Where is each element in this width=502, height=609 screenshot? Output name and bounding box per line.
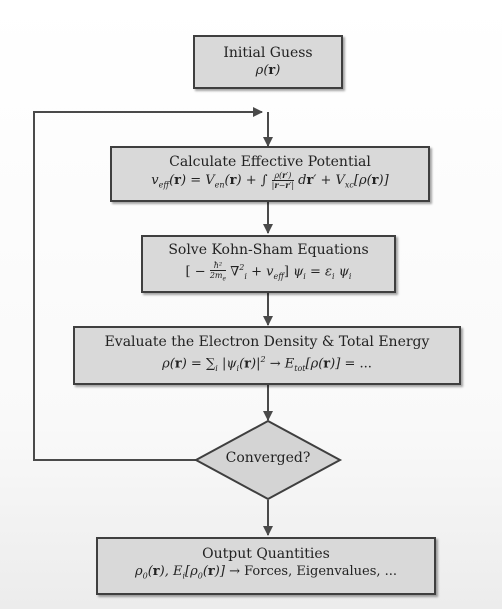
decision-diamond xyxy=(193,419,343,501)
feedback-loop-line xyxy=(33,107,263,461)
effective-potential-box: Calculate Effective Potential veff(r) = … xyxy=(110,146,430,202)
decision-label: Converged? xyxy=(225,450,311,466)
initial-guess-equation: ρ(r) xyxy=(255,62,281,78)
output-equation-tail: → Forces, Eigenvalues, ... xyxy=(229,564,398,580)
effective-potential-equation: veff(r) = Ven(r) + ∫ ρ(r′)|r−r′| dr′ + V… xyxy=(151,169,389,190)
initial-guess-box: Initial Guess ρ(r) xyxy=(193,35,343,89)
density-energy-box: Evaluate the Electron Density & Total En… xyxy=(73,326,461,385)
output-title: Output Quantities xyxy=(202,546,330,563)
output-equation: ρ0(r), Ei[ρ0(r)] → Forces, Eigenvalues, … xyxy=(134,564,398,581)
initial-guess-title: Initial Guess xyxy=(223,44,313,61)
density-energy-equation: ρ(r) = ∑i |ψi(r)|2 → Etot[ρ(r)] = ... xyxy=(162,354,372,373)
effective-potential-title: Calculate Effective Potential xyxy=(169,153,371,170)
density-energy-title: Evaluate the Electron Density & Total En… xyxy=(104,333,430,350)
output-box: Output Quantities ρ0(r), Ei[ρ0(r)] → For… xyxy=(96,537,436,595)
kohn-sham-title: Solve Kohn-Sham Equations xyxy=(168,242,369,259)
